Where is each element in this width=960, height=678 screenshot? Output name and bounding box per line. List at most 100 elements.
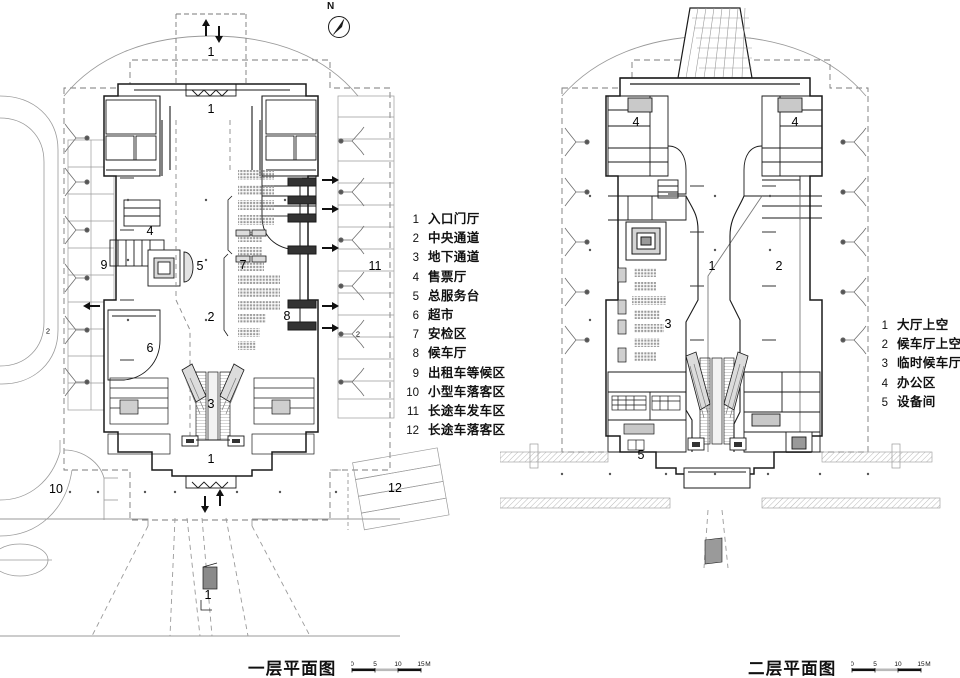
bus-dropoff-area-12 — [352, 447, 450, 531]
north-arrow: N — [325, 2, 359, 42]
second-floor-plan-drawing — [500, 0, 960, 648]
entry-door-top — [185, 83, 237, 97]
service-desk-5 — [147, 249, 194, 287]
flow-arrows-top — [202, 19, 223, 43]
flow-arrows-bottom — [201, 489, 224, 513]
plan-label-1-bottom: 1 — [207, 451, 215, 466]
scale-unit: M — [925, 661, 930, 668]
balcony-2f — [683, 467, 751, 489]
legend-number: 2 — [412, 233, 419, 246]
legend-item: 12 长途车落客区 — [399, 424, 505, 443]
scale-tick-10: 10 — [894, 661, 902, 668]
plan-label-5-equipment: 5 — [637, 447, 645, 462]
scale-unit: M — [425, 661, 430, 668]
gate-flow-arrows — [83, 176, 339, 332]
bus-departure-area-11 — [337, 95, 395, 419]
plan-label-1-lobby: 1 — [207, 101, 215, 116]
roof-skylight — [677, 7, 753, 79]
plan-label-1-lobby-void: 1 — [708, 258, 716, 273]
legend-number: 4 — [881, 377, 888, 390]
plan-label-7-security: 7 — [239, 257, 247, 272]
canopy-column-left-group — [64, 123, 90, 397]
plan-label-1-top: 1 — [207, 44, 215, 59]
plan-label-12-dropoff: 12 — [388, 480, 402, 495]
plan-label-2-left-leader: 2 — [45, 326, 51, 336]
legend-label: 候车厅上空 — [897, 336, 960, 352]
canopy-column-left-group-2f — [564, 127, 590, 355]
legend-label: 安检区 — [428, 326, 467, 342]
second-floor-title-block: 二层平面图 0 5 10 15 M — [748, 658, 930, 678]
boarding-gates — [287, 177, 317, 331]
service-block-right-2f — [743, 371, 821, 453]
legend-item: 1 大厅上空 — [868, 318, 960, 338]
plan-label-8-waiting: 8 — [283, 308, 291, 323]
plan-label-9-taxi: 9 — [100, 257, 108, 272]
legend-number: 9 — [412, 367, 419, 380]
taxi-waiting-area-9 — [67, 139, 115, 411]
entry-canopy-top — [175, 13, 247, 84]
plan-label-10-dropoff: 10 — [49, 481, 63, 496]
legend-label: 出租车等候区 — [428, 364, 506, 380]
plaza-marker-2f — [704, 537, 723, 565]
legend-label: 办公区 — [897, 374, 936, 390]
plaza-ramp-2f — [703, 509, 729, 569]
plan-label-4-ticket: 4 — [146, 223, 154, 238]
scale-tick-0: 0 — [351, 661, 354, 668]
waiting-hall-seating — [238, 170, 280, 350]
plan-label-2-corridor: 2 — [207, 309, 215, 324]
legend-number: 7 — [412, 329, 419, 342]
canopy-column-right-group — [338, 126, 365, 397]
central-corridor-2 — [175, 120, 231, 440]
plaza-marker — [200, 562, 218, 611]
plan-label-4-office-left: 4 — [632, 114, 640, 129]
legend-item: 2 候车厅上空 — [868, 338, 960, 357]
scale-tick-5: 5 — [873, 661, 877, 668]
legend-item: 7 安检区 — [399, 328, 505, 347]
north-arrow-icon — [328, 16, 350, 38]
second-floor-legend: 1 大厅上空 2 候车厅上空 3 临时候车厅 4 办公区 5 设备间 — [868, 318, 960, 415]
scale-tick-15: 15 — [417, 661, 425, 668]
canopy-column-right-group-2f — [840, 127, 867, 355]
legend-item: 6 超市 — [399, 306, 505, 328]
scale-tick-5: 5 — [373, 661, 377, 668]
legend-item: 3 地下通道 — [399, 251, 505, 270]
plan-label-1-plaza: 1 — [204, 587, 212, 602]
second-floor-title: 二层平面图 — [748, 658, 837, 678]
legend-label: 设备间 — [897, 393, 936, 409]
legend-number: 4 — [412, 271, 419, 284]
plan-label-4-office-right: 4 — [791, 114, 799, 129]
first-floor-title: 一层平面图 — [248, 658, 337, 678]
legend-label: 长途车落客区 — [428, 422, 506, 438]
scale-tick-15: 15 — [917, 661, 925, 668]
legend-label: 长途车发车区 — [428, 402, 506, 418]
legend-item: 10 小型车落客区 — [399, 385, 505, 405]
canopy-outline — [63, 35, 359, 97]
escalator-group-2f — [685, 351, 749, 451]
scale-tick-10: 10 — [394, 661, 402, 668]
legend-item: 3 临时候车厅 — [868, 357, 960, 376]
legend-number: 1 — [881, 320, 888, 332]
plan-label-3-temp-waiting: 3 — [664, 316, 672, 331]
entry-door-bottom — [185, 475, 237, 489]
grid-ticks — [68, 198, 338, 494]
first-floor-title-block: 一层平面图 0 5 10 15 M — [248, 658, 430, 678]
temp-waiting-seating-3 — [617, 267, 666, 363]
plan-label-2-right-leader: 2 — [355, 329, 361, 339]
legend-label: 候车厅 — [428, 345, 467, 361]
legend-number: 8 — [412, 348, 419, 361]
first-floor-legend: 1 入口门厅 2 中央通道 3 地下通道 4 售票厅 5 总服务台 6 超市 7… — [399, 212, 506, 443]
office-zone-right-4 — [743, 95, 823, 220]
legend-label: 超市 — [428, 306, 454, 322]
first-floor-scale-bar: 0 5 10 15 M — [351, 659, 430, 677]
legend-label: 售票厅 — [428, 268, 467, 284]
legend-item: 8 候车厅 — [399, 347, 505, 366]
legend-number: 12 — [406, 425, 419, 438]
legend-item: 9 出租车等候区 — [399, 364, 506, 386]
plan-label-3-tunnel: 3 — [207, 396, 215, 411]
legend-label: 中央通道 — [428, 230, 480, 246]
legend-item: 5 总服务台 — [399, 287, 505, 309]
legend-label: 总服务台 — [428, 287, 480, 303]
right-equipment — [251, 377, 315, 455]
site-roads — [0, 95, 73, 577]
